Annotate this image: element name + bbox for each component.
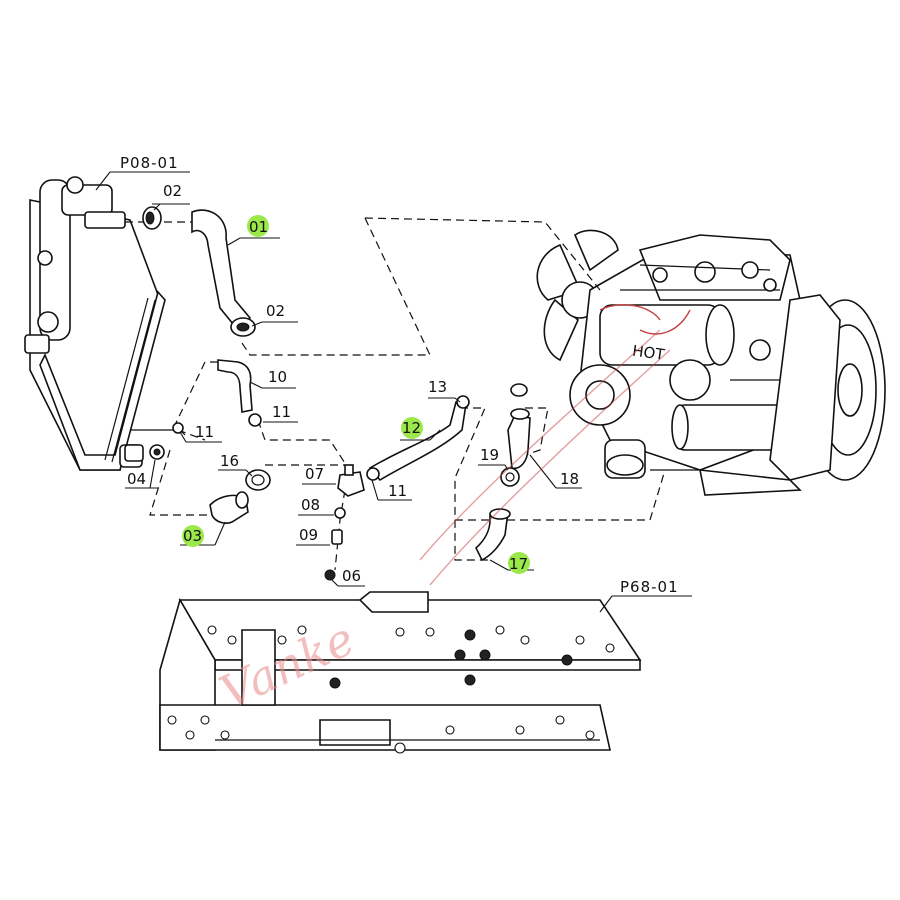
callout-11-a: 11 <box>272 403 291 421</box>
hose-10 <box>217 359 253 413</box>
svg-text:19: 19 <box>480 446 499 464</box>
callout-06: 06 <box>342 567 361 585</box>
clamp-02-top <box>142 206 162 230</box>
fitting-07 <box>337 464 365 497</box>
svg-text:02: 02 <box>266 302 285 320</box>
svg-text:02: 02 <box>163 182 182 200</box>
part-08 <box>334 507 346 519</box>
svg-text:08: 08 <box>301 496 320 514</box>
reference-radiator: P08-01 <box>120 154 179 172</box>
svg-text:09: 09 <box>299 526 318 544</box>
callout-01: 01 <box>247 215 269 237</box>
callout-04: 04 <box>127 470 146 488</box>
reference-frame: P68-01 <box>620 578 679 596</box>
callout-07: 07 <box>305 465 324 483</box>
hose-17 <box>475 508 511 562</box>
part-06 <box>324 569 336 581</box>
svg-text:03: 03 <box>183 527 202 545</box>
svg-text:11: 11 <box>388 482 407 500</box>
callout-08: 08 <box>301 496 320 514</box>
svg-text:11: 11 <box>195 423 214 441</box>
clamp-02-bottom <box>230 317 256 337</box>
callout-12: 12 <box>401 417 423 439</box>
part-09 <box>331 529 343 545</box>
clamp-13 <box>456 395 470 409</box>
svg-text:10: 10 <box>268 368 287 386</box>
callout-09: 09 <box>299 526 318 544</box>
callout-11-c: 11 <box>388 482 407 500</box>
chassis-frame <box>159 591 642 754</box>
svg-text:17: 17 <box>509 555 528 573</box>
clamp-19 <box>500 467 520 487</box>
callout-17: 17 <box>508 552 530 574</box>
hose-01 <box>191 209 252 332</box>
callout-13: 13 <box>428 378 447 396</box>
svg-text:18: 18 <box>560 470 579 488</box>
callout-16: 16 <box>220 452 239 470</box>
hose-18 <box>507 383 531 470</box>
callout-11-b: 11 <box>195 423 214 441</box>
svg-text:11: 11 <box>272 403 291 421</box>
callout-03: 03 <box>182 525 204 547</box>
callout-19: 19 <box>480 446 499 464</box>
callout-10: 10 <box>268 368 287 386</box>
hose-12 <box>366 401 467 482</box>
fitting-04 <box>124 444 165 462</box>
clamp-11-a <box>248 413 262 427</box>
assembly-lines <box>125 217 666 571</box>
svg-text:16: 16 <box>220 452 239 470</box>
callout-02-top: 02 <box>163 182 182 200</box>
svg-text:04: 04 <box>127 470 146 488</box>
svg-text:07: 07 <box>305 465 324 483</box>
svg-text:13: 13 <box>428 378 447 396</box>
engine-assembly: HOT <box>536 229 886 496</box>
callouts: 01 02 02 10 11 11 04 16 03 07 08 09 06 1… <box>127 182 579 585</box>
clamp-16 <box>245 469 271 491</box>
callout-18: 18 <box>560 470 579 488</box>
radiator-assembly <box>24 176 178 471</box>
svg-text:01: 01 <box>249 218 268 236</box>
clamp-11-b <box>172 422 184 434</box>
svg-text:12: 12 <box>402 419 421 437</box>
hose-03 <box>209 491 249 524</box>
callout-02-bottom: 02 <box>266 302 285 320</box>
svg-text:06: 06 <box>342 567 361 585</box>
